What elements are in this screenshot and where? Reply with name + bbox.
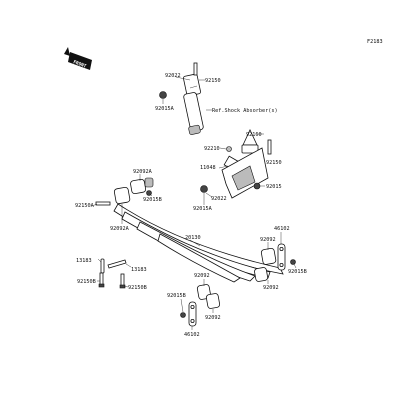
bolt-92150A-drawing xyxy=(95,201,111,206)
bump-stop-92160-drawing xyxy=(241,129,259,154)
nut-92015A-top-drawing xyxy=(159,91,167,99)
label-92150-top: 92150 xyxy=(205,78,221,84)
label-92015B-right: 92015B xyxy=(288,269,307,275)
clip-13183-mid-drawing xyxy=(107,259,127,269)
label-13183-left: 13183 xyxy=(76,258,92,264)
bolt-92150B-left-drawing xyxy=(98,272,105,288)
label-92092A-left: 92092A xyxy=(110,226,130,232)
clip-13183-left-drawing xyxy=(100,258,105,274)
front-tag-text: FRONT xyxy=(72,59,87,69)
label-11048: 11048 xyxy=(200,165,216,171)
shock-absorber-drawing xyxy=(183,73,204,135)
leader-lines xyxy=(91,76,297,330)
diagram-code: F2183 xyxy=(367,39,383,45)
label-92022-top: 92022 xyxy=(165,73,181,79)
nut-92015-mid-drawing xyxy=(253,182,261,190)
nut-92015B-bottom-drawing xyxy=(180,312,186,318)
front-direction-icon: FRONT xyxy=(64,47,92,70)
label-92150-mid: 92150 xyxy=(266,160,282,166)
label-92015B-bottom: 92015B xyxy=(167,293,186,299)
label-13183-mid: 13183 xyxy=(131,267,147,273)
center-bushings-drawing xyxy=(196,284,221,309)
label-92022-mid: 92022 xyxy=(211,196,227,202)
label-92092-right-bot: 92092 xyxy=(263,285,279,291)
label-92015A-mid: 92015A xyxy=(193,206,213,212)
leaf-spring-20130-drawing xyxy=(113,203,284,283)
label-92092A-top: 92092A xyxy=(133,169,153,175)
label-46102-bottom: 46102 xyxy=(184,332,200,338)
bolt-92150-top-drawing xyxy=(193,62,198,76)
nut-92015A-mid-drawing xyxy=(200,185,208,193)
label-92092-right-top: 92092 xyxy=(260,237,276,243)
ref-shock-absorber-note: Ref.Shock Absorber(s) xyxy=(212,108,278,114)
shackle-46102-right-drawing xyxy=(277,243,286,271)
label-92150B-mid: 92150B xyxy=(128,285,147,291)
label-20130: 20130 xyxy=(185,235,201,241)
bolt-92150-mid-drawing xyxy=(267,139,272,155)
label-92015A-top: 92015A xyxy=(155,106,175,112)
label-92150B-left: 92150B xyxy=(77,279,96,285)
washer-92210-drawing xyxy=(226,146,232,152)
label-92015-mid: 92015 xyxy=(266,184,282,190)
label-92092-bottom: 92092 xyxy=(205,315,221,321)
nut-92015B-right-drawing xyxy=(290,259,296,265)
label-92015B-left: 92015B xyxy=(143,197,162,203)
label-46102-right: 46102 xyxy=(274,226,290,232)
label-92160: 92160 xyxy=(246,132,262,138)
label-92150A: 92150A xyxy=(75,203,95,209)
label-92210: 92210 xyxy=(204,146,220,152)
shackle-46102-bottom-drawing xyxy=(188,301,197,327)
label-92092-center: 92092 xyxy=(194,273,210,279)
bolt-92150B-mid-drawing xyxy=(119,273,126,289)
spring-mount-bracket-drawing xyxy=(221,147,269,199)
front-eye-bushings-drawing xyxy=(113,177,154,205)
rear-eye-bushings-drawing xyxy=(254,247,277,282)
